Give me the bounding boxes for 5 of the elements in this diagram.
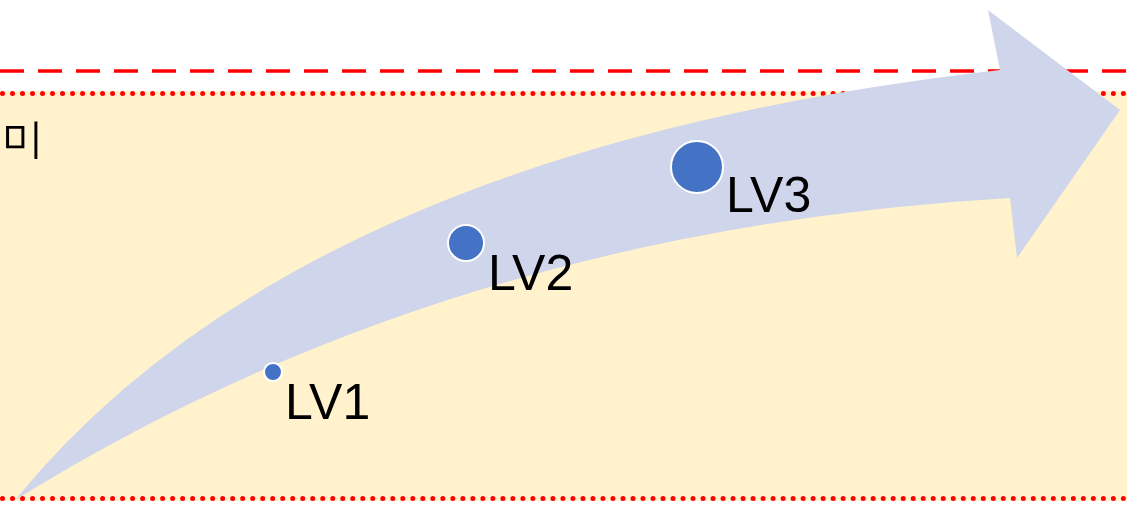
level-label: LV2 [488, 248, 574, 298]
level-dot [263, 362, 283, 382]
band-label: 미 [2, 118, 44, 160]
level-label: LV1 [285, 377, 371, 427]
level-label: LV3 [726, 170, 812, 220]
